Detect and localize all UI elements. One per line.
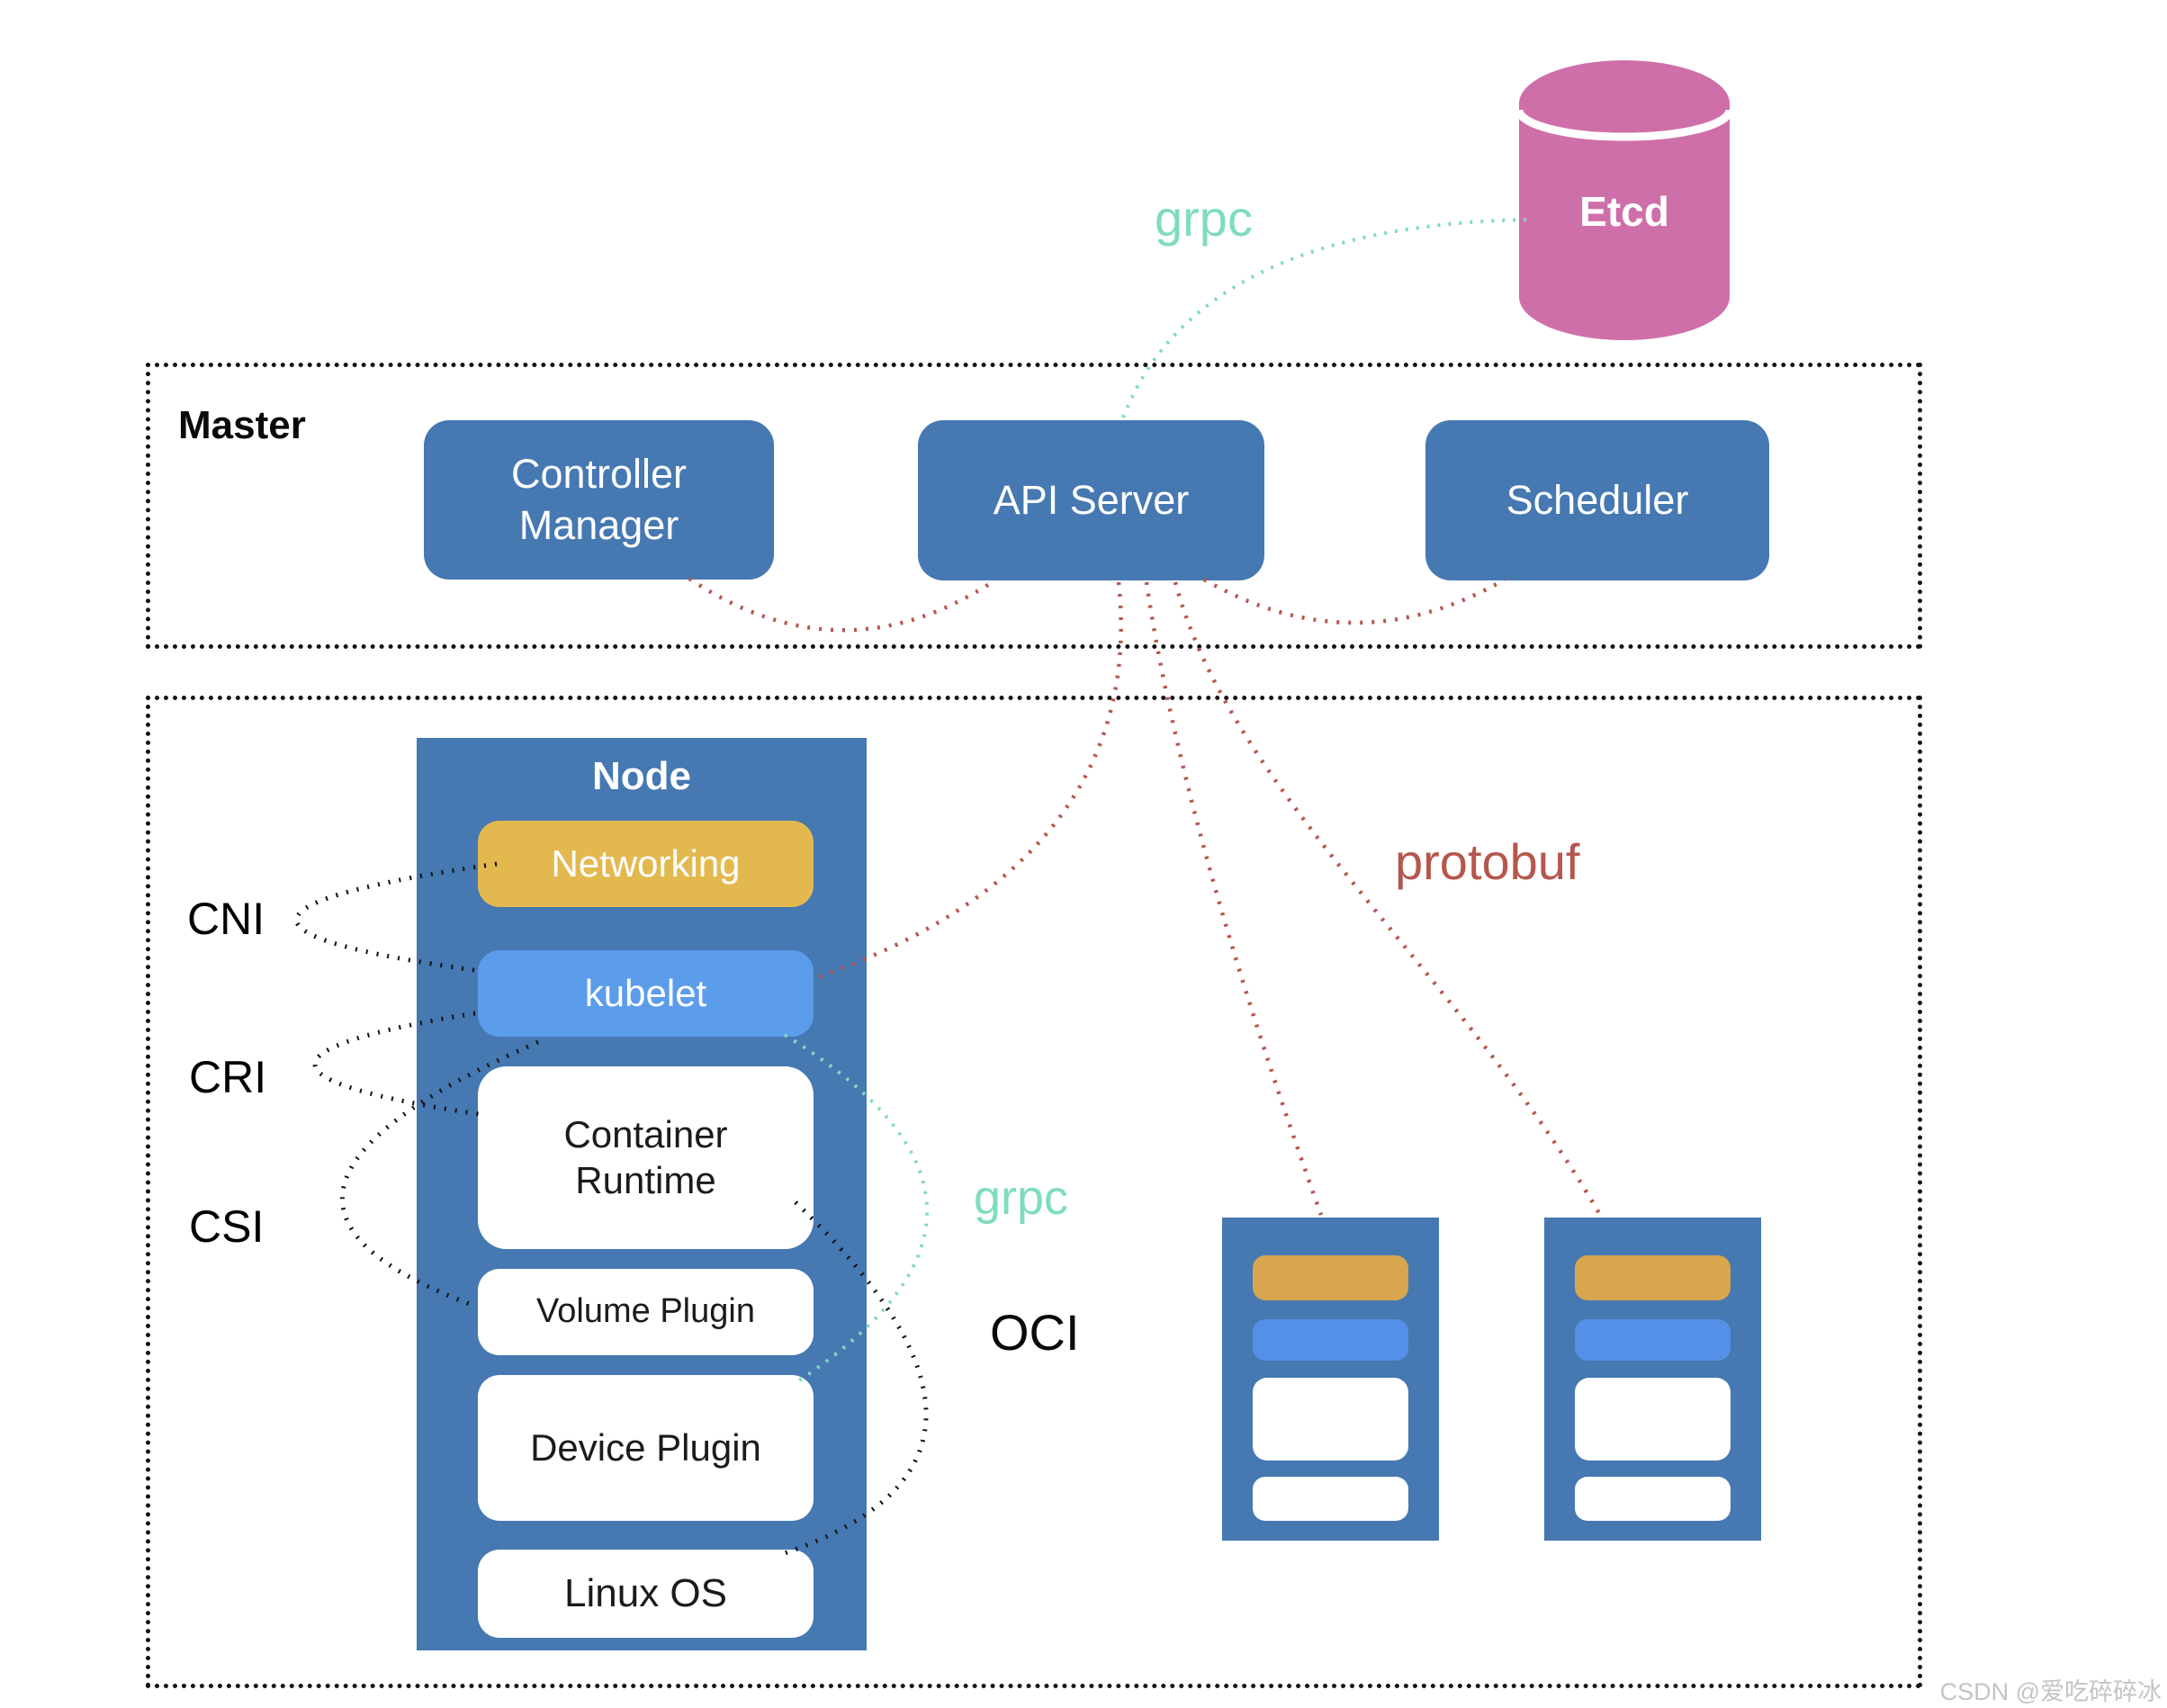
pod-bar-white [1253, 1477, 1408, 1521]
volume-plugin-box: Volume Plugin [478, 1269, 814, 1355]
oci-label: OCI [990, 1304, 1080, 1361]
pod-bar-white [1575, 1378, 1731, 1461]
device-plugin-box: Device Plugin [478, 1375, 814, 1521]
csi-label: CSI [189, 1201, 265, 1252]
node-column: Node Networking kubelet Container Runtim… [417, 738, 867, 1650]
node-title: Node [592, 754, 691, 798]
master-group-title: Master [178, 403, 306, 447]
pod-container-right [1544, 1218, 1761, 1541]
pod-bar-white [1575, 1477, 1731, 1521]
networking-box: Networking [478, 821, 814, 907]
linux-os-box: Linux OS [478, 1550, 814, 1638]
api-server-box: API Server [918, 420, 1264, 580]
controller-manager-box: Controller Manager [424, 420, 774, 580]
pod-bar-blue [1253, 1319, 1408, 1361]
pod-bar-gold [1253, 1255, 1408, 1300]
protobuf-label: protobuf [1395, 833, 1580, 890]
etcd-label: Etcd [1579, 188, 1669, 235]
pod-bar-white [1253, 1378, 1408, 1461]
pod-bar-gold [1575, 1255, 1731, 1300]
pod-bar-blue [1575, 1319, 1731, 1361]
cni-label: CNI [187, 894, 265, 944]
grpc-label-node: grpc [974, 1171, 1069, 1225]
container-runtime-label: Container Runtime [563, 1113, 728, 1201]
csdn-watermark: CSDN @爱吃碎碎冰 [1939, 1678, 2162, 1705]
kubelet-box: kubelet [478, 950, 814, 1037]
pod-container-left [1222, 1218, 1439, 1541]
cri-label: CRI [189, 1052, 267, 1102]
etcd-cylinder-lid-line [1515, 109, 1734, 141]
controller-manager-label: Controller Manager [510, 451, 688, 548]
grpc-label-top: grpc [1155, 190, 1253, 247]
scheduler-label: Scheduler [1506, 476, 1689, 523]
container-runtime-box: Container Runtime [478, 1066, 814, 1249]
scheduler-box: Scheduler [1425, 420, 1769, 580]
api-server-label: API Server [993, 476, 1190, 523]
